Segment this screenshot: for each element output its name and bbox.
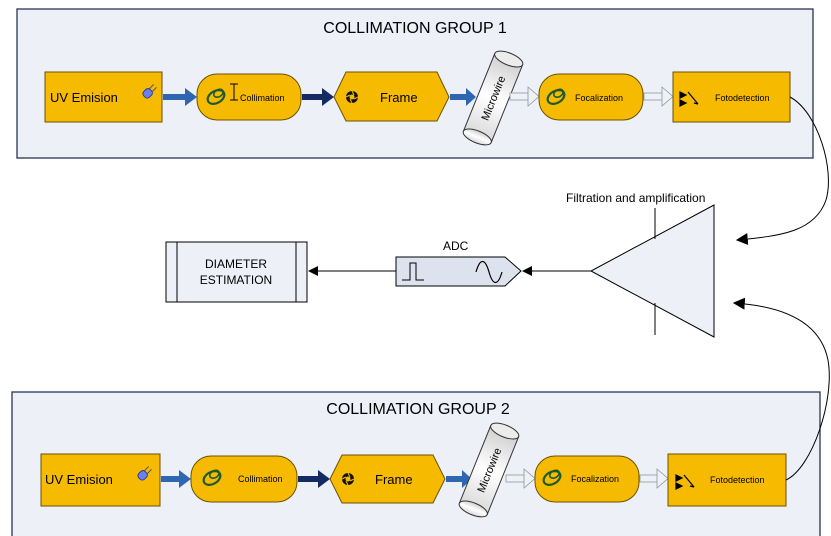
frame-block-2[interactable] xyxy=(329,454,446,504)
group-1-title: COLLIMATION GROUP 1 xyxy=(323,20,507,37)
frame-label-1: Frame xyxy=(380,90,418,105)
sine-wave-icon xyxy=(475,260,503,284)
arrow-frame-to-microwire-2 xyxy=(446,470,472,488)
arrow-focalization-to-fotodetection-2 xyxy=(639,468,669,489)
amplifier-label: Filtration and amplification xyxy=(566,191,705,205)
microwire-cylinder-2[interactable]: Microwire xyxy=(457,420,521,520)
uv-emision-block-1[interactable] xyxy=(44,71,163,123)
collimation-block-2[interactable] xyxy=(190,455,298,503)
aperture-icon xyxy=(341,472,355,486)
fotodetection-label-1: Fotodetection xyxy=(715,93,770,103)
focalization-block-1[interactable] xyxy=(538,73,644,121)
estimation-box[interactable] xyxy=(165,241,308,303)
arrow-uv-to-collimation-2 xyxy=(161,470,191,488)
lens-icon xyxy=(542,469,562,486)
square-wave-icon xyxy=(402,262,424,281)
collimation-group-1: COLLIMATION GROUP 1 UV Emision Collimati… xyxy=(16,8,814,159)
uv-emision-block-2[interactable] xyxy=(40,453,161,507)
uv-emision-label-2: UV Emision xyxy=(45,472,113,487)
photodiode-icon xyxy=(679,91,699,107)
collimation-group-2: COLLIMATION GROUP 2 UV Emision Collimati… xyxy=(11,391,821,536)
aperture-icon xyxy=(345,90,359,104)
arrow-focalization-to-fotodetection-1 xyxy=(643,86,674,107)
amplifier[interactable] xyxy=(589,204,715,338)
lens-icon xyxy=(202,469,222,486)
photodiode-icon xyxy=(675,474,695,490)
frame-block-1[interactable] xyxy=(333,71,450,122)
estimation-line-1: DIAMETER xyxy=(205,257,267,271)
wire-fotodetection-2-to-amplifier xyxy=(732,297,830,481)
fotodetection-label-2: Fotodetection xyxy=(710,475,765,485)
focalization-label-2: Focalization xyxy=(571,474,619,484)
adc-shape[interactable] xyxy=(395,256,522,287)
frame-label-2: Frame xyxy=(375,472,413,487)
amplifier-triangle[interactable] xyxy=(589,204,715,338)
collimation-block-1[interactable] xyxy=(196,73,302,121)
adc-label: ADC xyxy=(443,239,469,253)
estimation-line-2: ESTIMATION xyxy=(200,273,272,287)
group-2-title: COLLIMATION GROUP 2 xyxy=(326,401,510,418)
wire-fotodetection-1-to-amplifier xyxy=(735,96,829,245)
arrow-collimation-to-frame-1 xyxy=(302,88,334,106)
adc-block[interactable] xyxy=(395,256,522,287)
collimation-label-1: Collimation xyxy=(240,93,285,103)
focalization-label-1: Focalization xyxy=(575,93,623,103)
arrow-collimation-to-frame-2 xyxy=(298,470,330,488)
text-cursor-icon xyxy=(230,83,238,101)
uv-emision-label-1: UV Emision xyxy=(50,90,118,105)
diameter-estimation-block[interactable]: DIAMETER ESTIMATION xyxy=(165,241,308,303)
arrow-microwire-to-focalization-2 xyxy=(505,468,536,489)
arrow-uv-to-collimation-1 xyxy=(163,88,197,106)
lens-icon xyxy=(206,88,226,105)
microwire-cylinder-1[interactable]: Microwire xyxy=(461,48,525,148)
collimation-label-2: Collimation xyxy=(238,474,283,484)
arrow-microwire-to-focalization-1 xyxy=(509,86,540,107)
led-icon xyxy=(142,84,157,99)
arrow-frame-to-microwire-1 xyxy=(450,88,476,106)
led-icon xyxy=(137,466,152,481)
lens-icon xyxy=(546,88,566,105)
focalization-block-2[interactable] xyxy=(534,455,640,503)
